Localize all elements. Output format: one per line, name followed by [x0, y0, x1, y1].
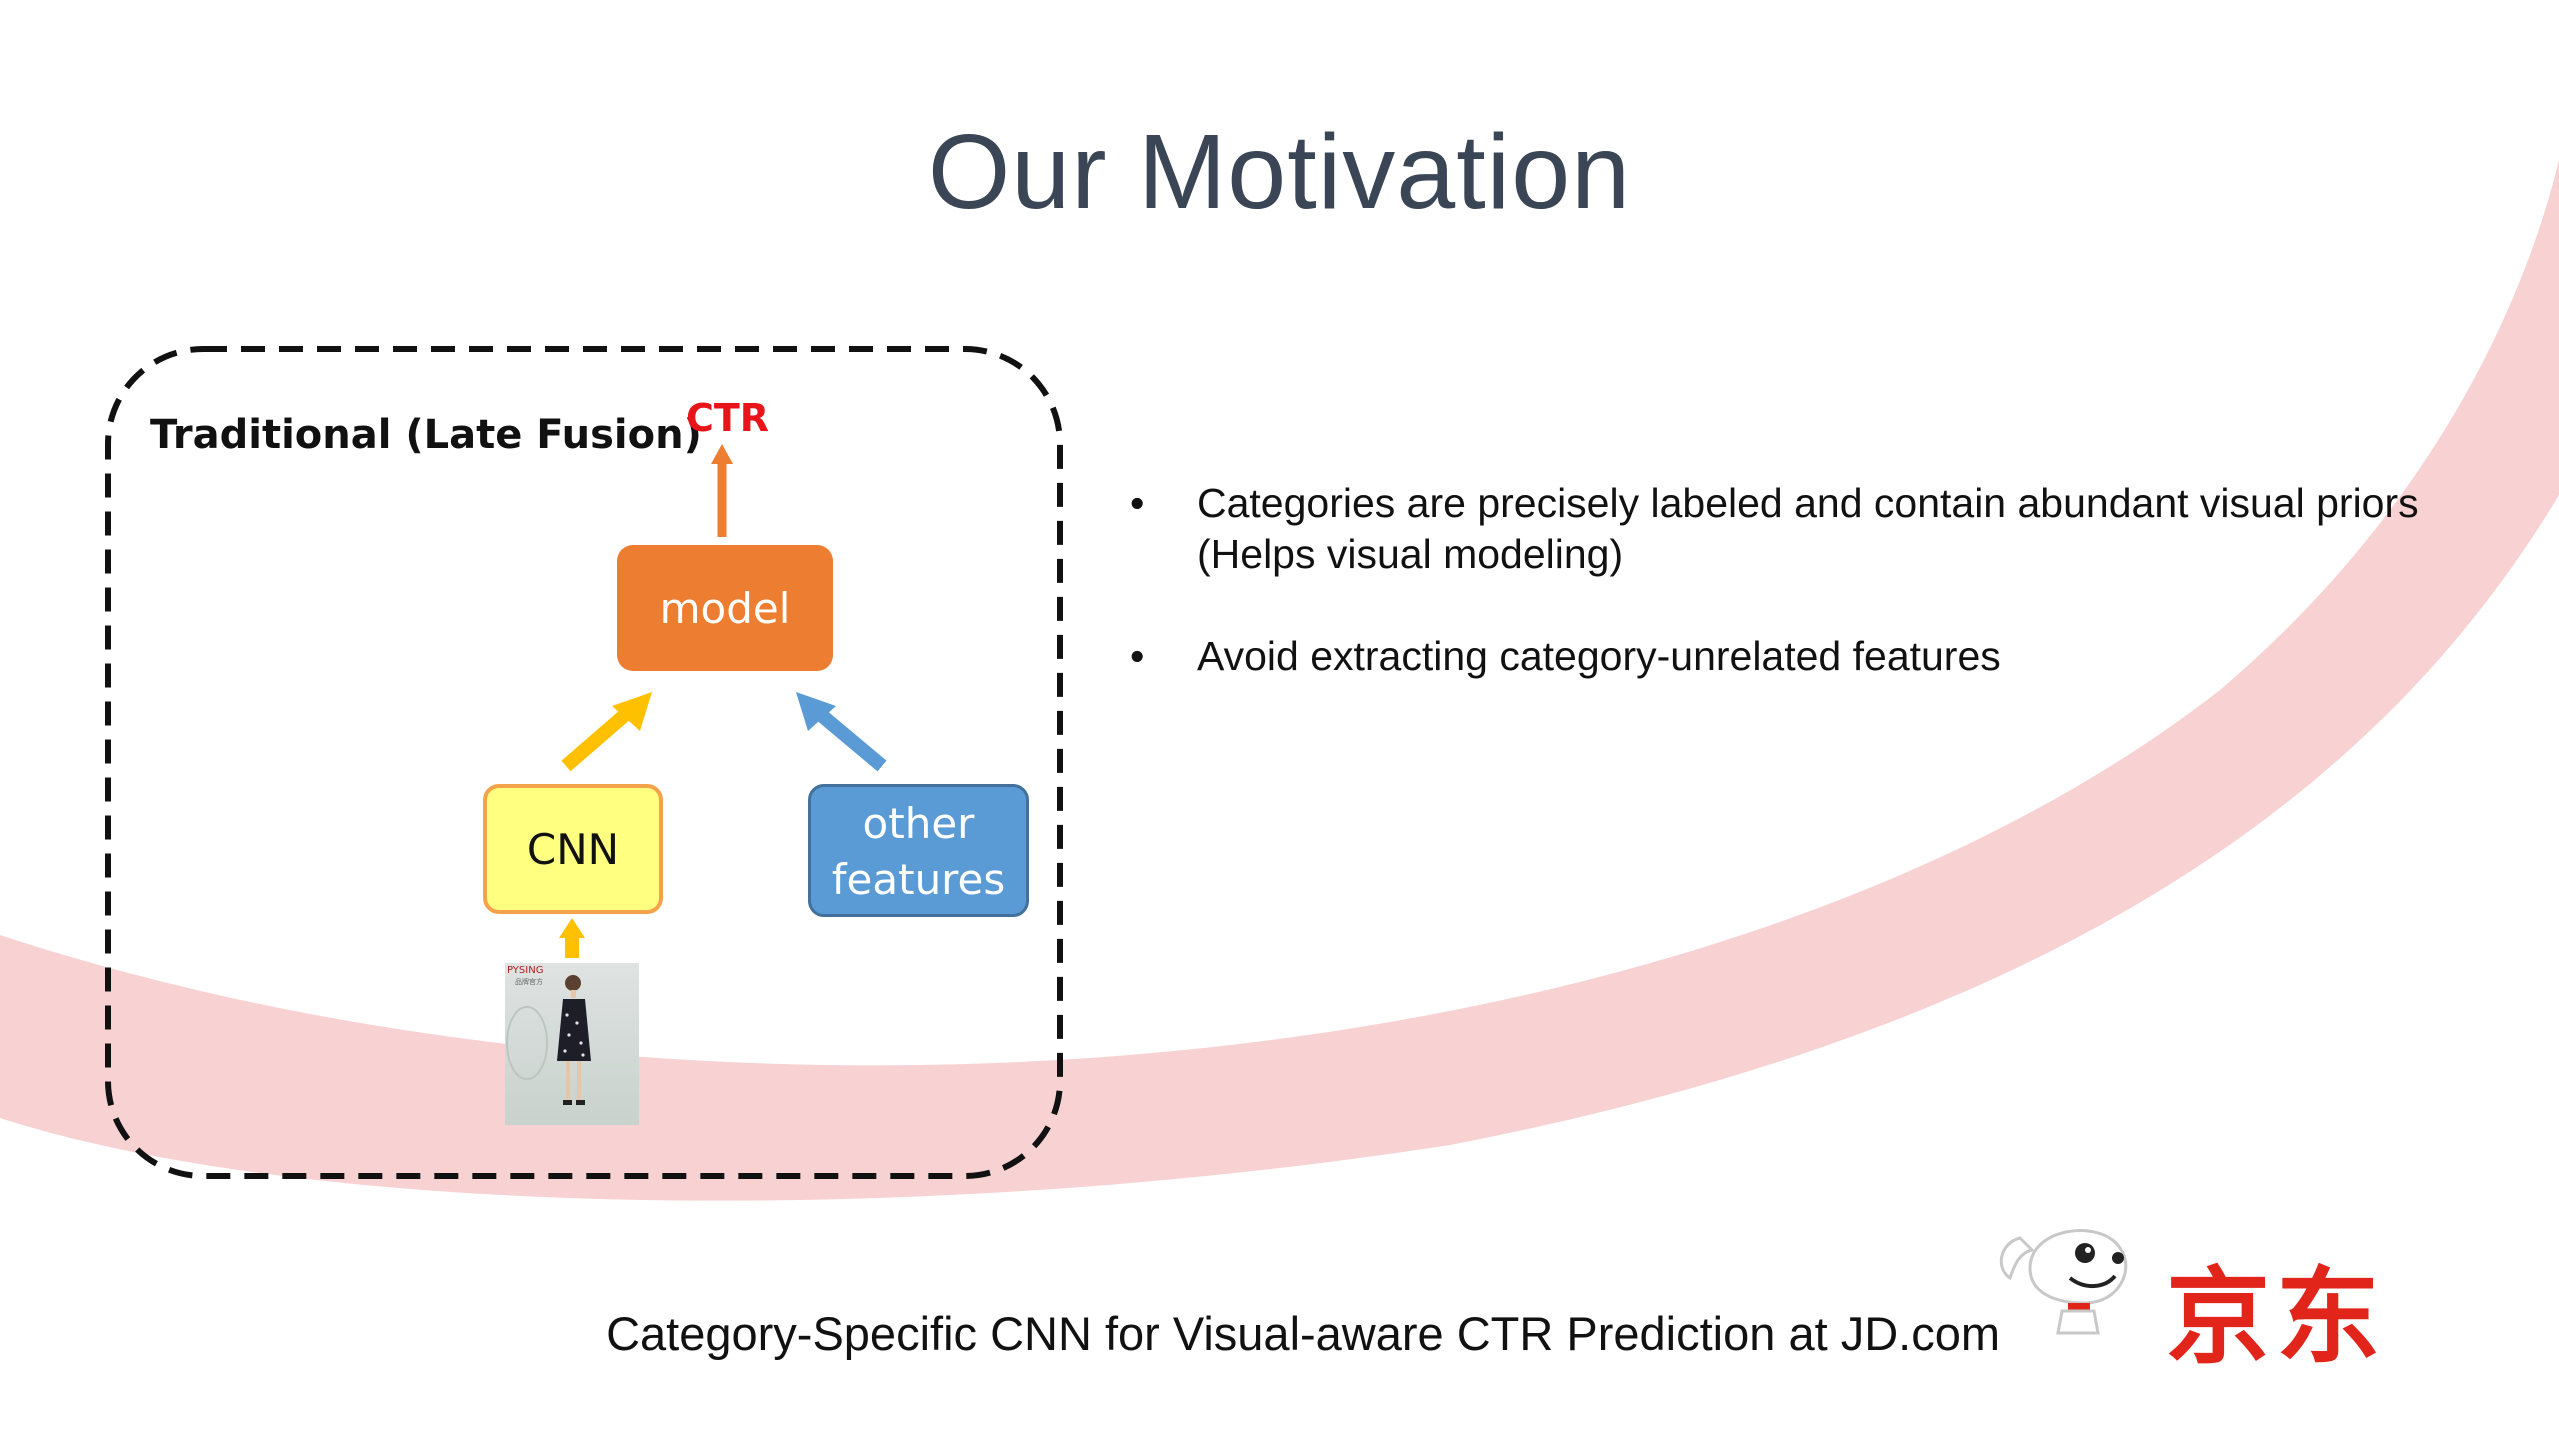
diagram-heading: Traditional (Late Fusion): [150, 412, 702, 458]
model-label: model: [659, 583, 791, 633]
jd-logo-text: 京东: [2166, 1256, 2387, 1378]
model-box: model: [617, 545, 833, 671]
arrow-image-to-cnn: [559, 918, 585, 958]
arrow-features-to-model: [796, 692, 887, 772]
bullet-marker: •: [1130, 633, 1145, 679]
ctr-output-label: CTR: [686, 396, 770, 440]
cnn-box: CNN: [483, 784, 663, 914]
other-features-line2: features: [831, 854, 1006, 904]
bullet-item: • Categories are precisely labeled and c…: [1130, 478, 2419, 580]
bullet-text-line: Avoid extracting category-unrelated feat…: [1197, 633, 2001, 679]
arrow-cnn-to-model: [561, 692, 652, 772]
bullet-text-line: (Helps visual modeling): [1197, 531, 1624, 577]
footer-caption: Category-Specific CNN for Visual-aware C…: [606, 1307, 2000, 1360]
motivation-bullet-list: • Categories are precisely labeled and c…: [1130, 478, 2419, 733]
dress-model-figure: [506, 975, 591, 1105]
photo-brand-subtag: 品牌官方: [515, 978, 543, 986]
jd-dog-mascot-icon: [1999, 1229, 2128, 1335]
cnn-label: CNN: [526, 824, 620, 874]
other-features-box: other features: [808, 784, 1029, 917]
bullet-item: • Avoid extracting category-unrelated fe…: [1130, 631, 2419, 682]
product-image: PYSING 品牌官方: [505, 963, 639, 1125]
bullet-text-line: Categories are precisely labeled and con…: [1197, 480, 2419, 526]
photo-brand-tag: PYSING: [507, 965, 544, 976]
arrow-model-to-ctr: [711, 444, 733, 537]
other-features-line1: other: [862, 798, 975, 848]
slide-title: Our Motivation: [927, 113, 1632, 231]
bullet-marker: •: [1130, 480, 1145, 526]
